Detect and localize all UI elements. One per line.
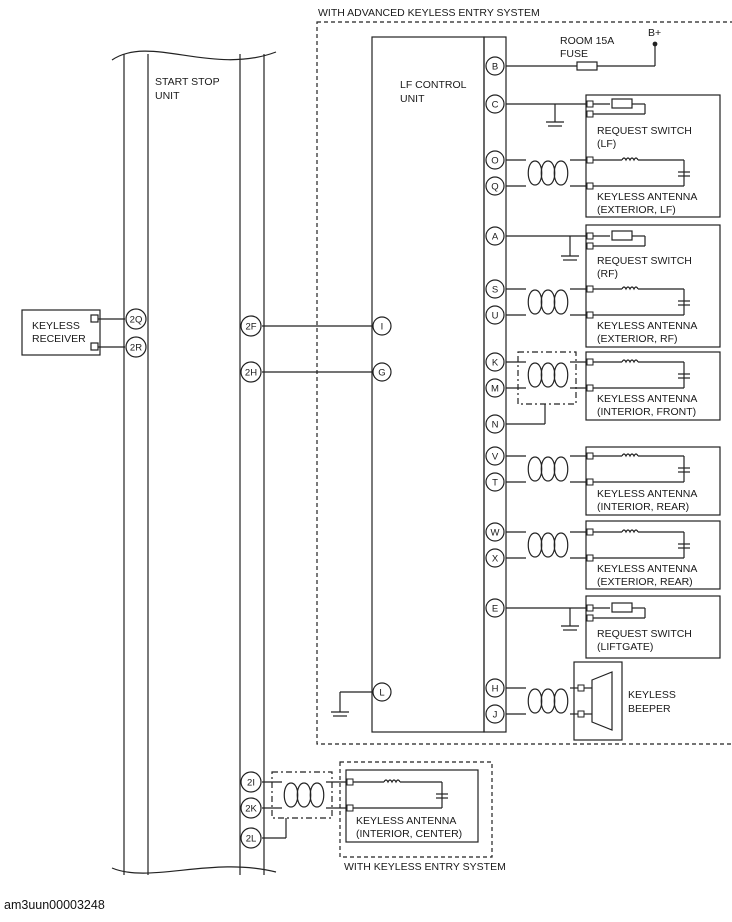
pin-u: U [492, 311, 499, 322]
pin-l: L [379, 688, 384, 699]
pin-2q: 2Q [130, 315, 143, 326]
advanced-system-label: WITH ADVANCED KEYLESS ENTRY SYSTEM [318, 7, 540, 19]
pin-v: V [492, 452, 499, 463]
pin-e: E [492, 604, 498, 615]
antenna-interior-rear-label: KEYLESS ANTENNA [597, 488, 697, 500]
pin-n: N [492, 420, 499, 431]
pin-j: J [493, 710, 498, 721]
pin-s: S [492, 285, 498, 296]
pin-c: C [492, 100, 499, 111]
pin-t: T [492, 478, 498, 489]
antenna-exterior-lf-label: KEYLESS ANTENNA [597, 191, 697, 203]
start-stop-unit-label: START STOP [155, 76, 220, 88]
antenna-interior-front-label: KEYLESS ANTENNA [597, 393, 697, 405]
start-stop-unit-label-2: UNIT [155, 90, 180, 102]
lf-control-unit-label: LF CONTROL [400, 79, 467, 91]
antenna-interior-front-label-2: (INTERIOR, FRONT) [597, 406, 696, 418]
request-switch-lf-label: REQUEST SWITCH [597, 125, 692, 137]
lf-control-unit-body [371, 36, 485, 733]
battery-label: B+ [648, 27, 661, 39]
antenna-interior-center-label-2: (INTERIOR, CENTER) [356, 828, 462, 840]
antenna-interior-center-label: KEYLESS ANTENNA [356, 815, 456, 827]
pin-k: K [492, 358, 499, 369]
keyless-receiver-box [21, 309, 101, 356]
antenna-exterior-rear-label-2: (EXTERIOR, REAR) [597, 576, 693, 588]
keyless-system-boundary [339, 761, 493, 858]
pin-i: I [381, 322, 384, 333]
pin-o: O [491, 156, 498, 167]
pin-x: X [492, 554, 499, 565]
request-switch-liftgate-label: REQUEST SWITCH [597, 628, 692, 640]
pin-w: W [491, 528, 500, 539]
keyless-system-label: WITH KEYLESS ENTRY SYSTEM [344, 861, 506, 873]
pin-g: G [378, 368, 385, 379]
pin-b: B [492, 62, 498, 73]
pin-2l: 2L [246, 834, 257, 845]
pin-2k: 2K [245, 804, 257, 815]
pin-q: Q [491, 182, 498, 193]
advanced-system-boundary [316, 21, 732, 745]
request-switch-rf-label: REQUEST SWITCH [597, 255, 692, 267]
pin-m: M [491, 384, 499, 395]
pin-2r: 2R [130, 343, 142, 354]
request-switch-rf-label-2: (RF) [597, 268, 618, 280]
pin-h: H [492, 684, 499, 695]
request-switch-liftgate-label-2: (LIFTGATE) [597, 641, 653, 653]
pin-2h: 2H [245, 368, 257, 379]
keyless-beeper-label-2: BEEPER [628, 703, 671, 715]
keyless-receiver-label-2: RECEIVER [32, 333, 86, 345]
keyless-beeper-label: KEYLESS [628, 689, 676, 701]
request-switch-lf-label-2: (LF) [597, 138, 616, 150]
diagram-code: am3uun00003248 [4, 898, 105, 912]
fuse-label: ROOM 15A [560, 35, 614, 47]
pin-2f: 2F [245, 322, 256, 333]
antenna-interior-rear-label-2: (INTERIOR, REAR) [597, 501, 689, 513]
antenna-exterior-rf-label-2: (EXTERIOR, RF) [597, 333, 678, 345]
lf-control-unit-connector [483, 36, 507, 733]
lf-control-unit-label-2: UNIT [400, 93, 425, 105]
antenna-exterior-rf-label: KEYLESS ANTENNA [597, 320, 697, 332]
pin-2i: 2I [247, 778, 255, 789]
pin-a: A [492, 232, 499, 243]
keyless-receiver-label: KEYLESS [32, 320, 80, 332]
antenna-exterior-lf-label-2: (EXTERIOR, LF) [597, 204, 676, 216]
antenna-exterior-rear-label: KEYLESS ANTENNA [597, 563, 697, 575]
fuse-label-2: FUSE [560, 48, 588, 60]
